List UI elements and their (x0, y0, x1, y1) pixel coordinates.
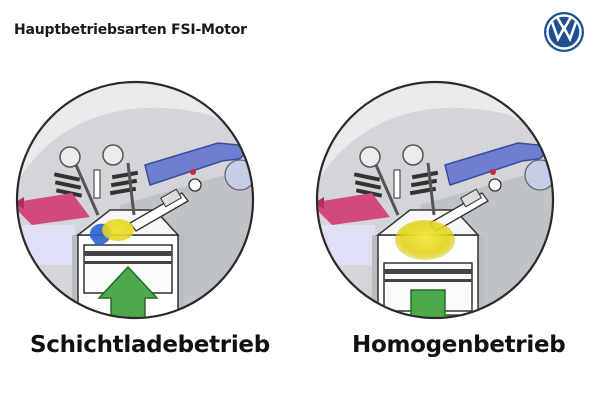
vw-logo-letters: VW (564, 32, 566, 34)
vw-logo-icon: VW (544, 12, 584, 52)
engine-diagram-homogeneous (315, 80, 555, 320)
mode-label-stratified: Schichtladebetrieb (30, 332, 270, 358)
engine-diagram-stratified (15, 80, 255, 320)
piston-arrow-up (97, 265, 159, 318)
mode-label-homogeneous: Homogenbetrieb (352, 332, 566, 358)
page-title: Hauptbetriebsarten FSI-Motor (14, 22, 247, 38)
